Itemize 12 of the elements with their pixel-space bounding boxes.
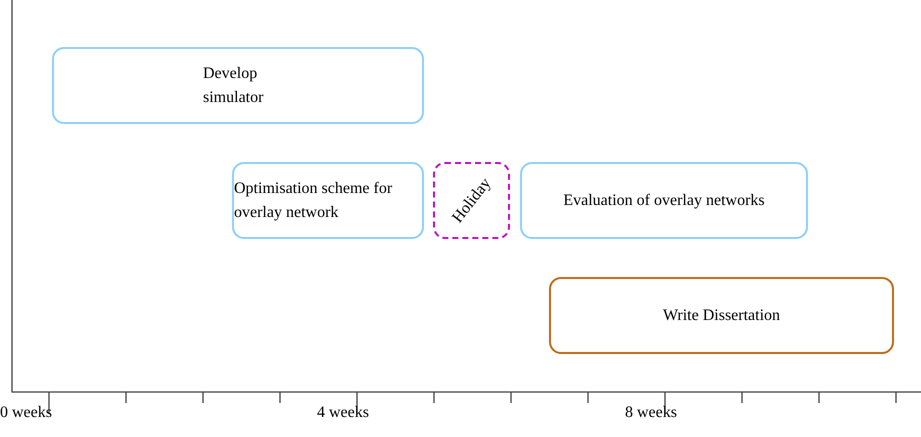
task-label: Optimisation scheme for overlay network	[234, 179, 394, 222]
task-label: Write Dissertation	[662, 306, 780, 326]
task-box	[232, 162, 424, 239]
task-box	[52, 47, 424, 124]
task-box	[520, 162, 808, 239]
task-box	[549, 277, 894, 354]
axis-tick-label: 0 weeks	[0, 404, 52, 422]
axis-tick-label: 8 weeks	[625, 404, 677, 422]
task-label: Develop simulator	[203, 64, 264, 108]
axis-tick-label: 4 weeks	[317, 404, 369, 422]
task-label: Evaluation of overlay networks	[563, 190, 765, 211]
task-box	[433, 162, 510, 239]
